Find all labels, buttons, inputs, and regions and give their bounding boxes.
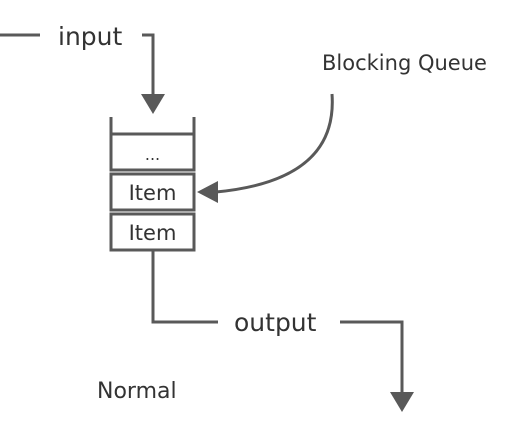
queue-slot-item: Item [109, 172, 196, 212]
queue-callout-curve [215, 93, 334, 194]
output-label: output [234, 308, 317, 337]
mode-label: Normal [97, 379, 177, 404]
queue-slot-ellipsis: ... [109, 132, 196, 172]
queue-callout-arrowhead [197, 181, 218, 203]
output-arrowhead [390, 392, 414, 412]
output-connector [151, 251, 218, 324]
queue-slot-label: Item [129, 221, 177, 245]
input-connector [142, 33, 155, 96]
queue-slot-label: Item [129, 181, 177, 205]
queue-slot-box [109, 132, 196, 172]
input-label: input [58, 22, 123, 51]
queue-label: Blocking Queue [322, 51, 487, 75]
input-arrowhead [141, 94, 165, 114]
queue-slot-box [109, 212, 196, 252]
queue-slot-item: Item [109, 212, 196, 252]
queue-slot-label: ... [145, 145, 160, 164]
queue-slot-box [109, 172, 196, 212]
output-trail [340, 320, 404, 394]
